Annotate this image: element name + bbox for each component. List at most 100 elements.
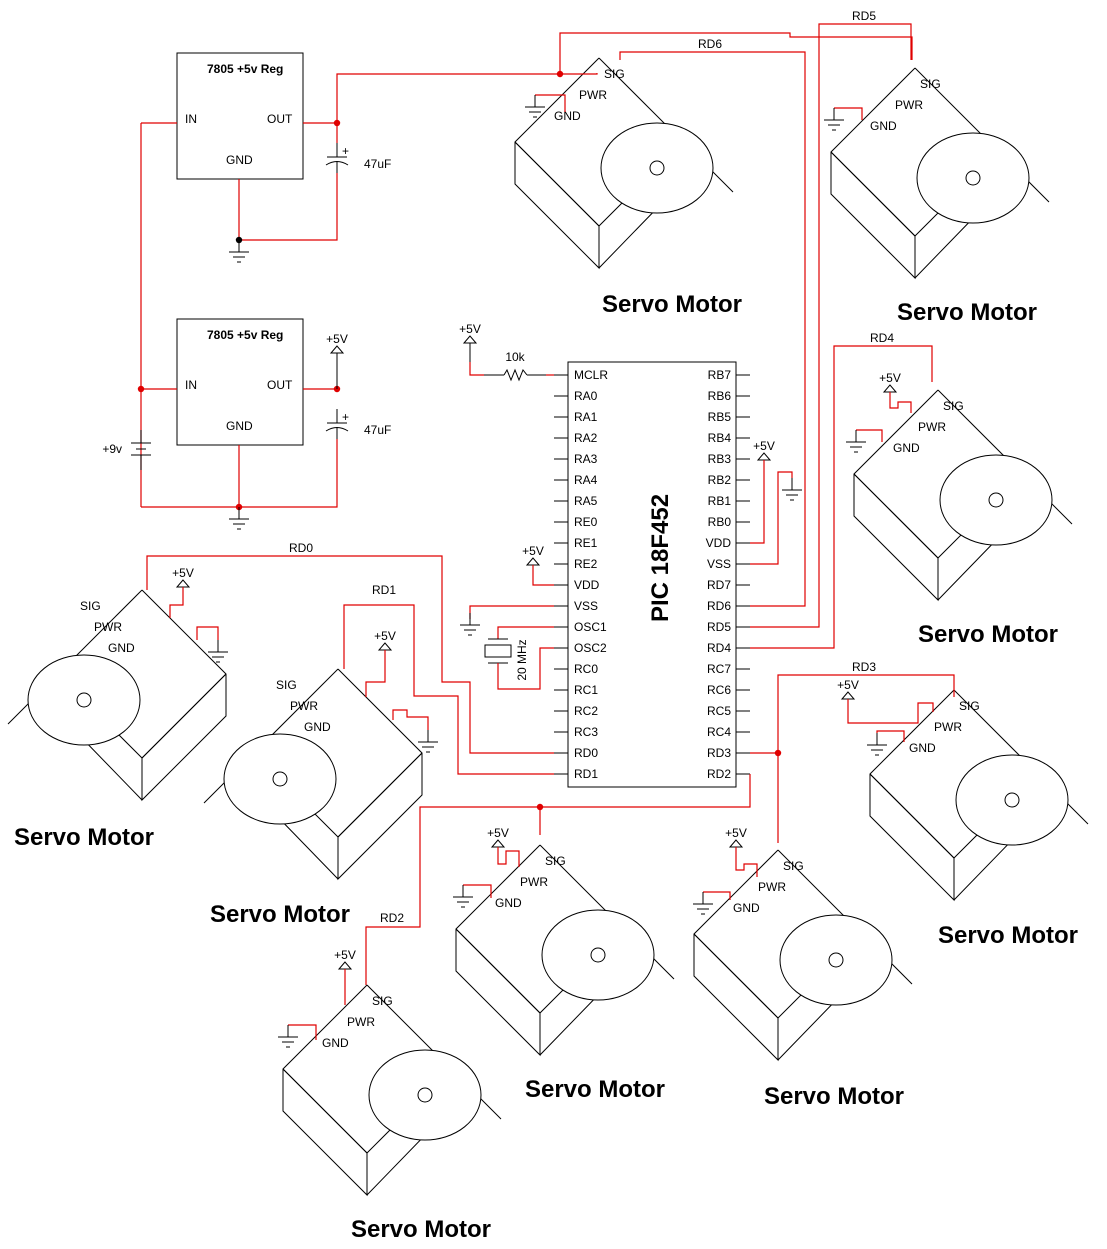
ground-icon (453, 885, 473, 908)
mcu-pin-vss: VSS (707, 557, 731, 571)
wire-mclr (469, 343, 504, 376)
wire-rd4 (750, 345, 933, 649)
pin-out-label: OUT (267, 112, 293, 126)
servo-shaft (988, 492, 1004, 508)
ground-icon (693, 892, 713, 915)
wire-label-rd0: RD0 (289, 541, 313, 555)
mcu-pin-rc7: RC7 (707, 662, 731, 676)
vcc-label: +5V (326, 332, 348, 346)
servo-pin-gnd-label: GND (554, 109, 581, 123)
wire (497, 847, 520, 867)
mcu-pin-rb2: RB2 (708, 473, 732, 487)
servo-title: Servo Motor (764, 1083, 904, 1110)
mcu-pin-rd0: RD0 (574, 746, 598, 760)
wire (735, 847, 758, 877)
crystal-20mhz: 20 MHz (484, 626, 554, 690)
wire (889, 392, 912, 413)
servo-pin-gnd-label: GND (909, 741, 936, 755)
servo-shaft (272, 771, 288, 787)
servo-horn-disc (368, 1049, 482, 1141)
ground-icon (229, 240, 249, 263)
servo-diag (141, 673, 227, 759)
servo-title: Servo Motor (525, 1076, 665, 1103)
vcc-label: +5V (459, 322, 481, 336)
servo-shaft (965, 170, 981, 186)
capacitor-47uf: +47uF (325, 409, 391, 439)
vcc-label: +5V (334, 948, 356, 962)
servo-title: Servo Motor (897, 299, 1037, 326)
cap-value-label: 47uF (364, 423, 391, 437)
vcc-arrow (728, 839, 744, 848)
pin-out-label: OUT (267, 378, 293, 392)
servo-pin-sig-label: SIG (545, 854, 566, 868)
regulator-label: 7805 +5v Reg (207, 62, 283, 76)
ground-icon (229, 507, 249, 530)
servo-diag (337, 752, 423, 838)
vcc-label: +5V (374, 629, 396, 643)
vcc-5v-icon: +5V (374, 629, 396, 651)
mcu-pin-osc2: OSC2 (574, 641, 607, 655)
wire-rd5 (750, 23, 912, 628)
wire (392, 709, 429, 730)
mcu-name-label: PIC 18F452 (647, 494, 674, 622)
servo-pin-pwr-label: PWR (895, 98, 923, 112)
ground-icon (867, 733, 887, 756)
wire (703, 891, 731, 900)
ground-icon (824, 108, 844, 131)
mcu-pin-rc5: RC5 (707, 704, 731, 718)
vcc-5v-icon: +5V (487, 826, 509, 848)
pin-gnd-label: GND (226, 153, 253, 167)
wire (169, 587, 184, 618)
mcu-pin-rd5: RD5 (707, 620, 731, 634)
servo-horn-disc (916, 132, 1030, 224)
servo-title: Servo Motor (14, 824, 154, 851)
wire-label-rd1: RD1 (372, 583, 396, 597)
wire (834, 107, 863, 120)
mcu-pin-ra1: RA1 (574, 410, 598, 424)
wire (463, 884, 492, 898)
vcc-5v-icon: +5V (725, 826, 747, 848)
servo-pin-sig-label: SIG (920, 77, 941, 91)
cap-plus: + (342, 410, 349, 424)
servo-diag (514, 141, 600, 227)
mcu-pin-ra3: RA3 (574, 452, 598, 466)
mcu-pin-osc1: OSC1 (574, 620, 607, 634)
wire-label-rd5: RD5 (852, 9, 876, 23)
wire-rd2 (365, 774, 751, 985)
servo-title: Servo Motor (602, 291, 742, 318)
servo-shaft (828, 952, 844, 968)
wire (535, 94, 566, 112)
resistor-10k: 10k (503, 350, 528, 382)
vcc-label: +5V (753, 439, 775, 453)
wire-vdd-right (750, 460, 765, 544)
wire (497, 626, 554, 639)
servo-diag (693, 933, 779, 1019)
mcu-pin-vss: VSS (574, 599, 598, 613)
servo-pin-sig-label: SIG (276, 678, 297, 692)
mcu-pin-ra0: RA0 (574, 389, 598, 403)
servo-pin-pwr-label: PWR (934, 720, 962, 734)
crystal-body (484, 644, 512, 658)
vcc-label: +5V (487, 826, 509, 840)
mcu-pin-re0: RE0 (574, 515, 598, 529)
mcu-pin-rc0: RC0 (574, 662, 598, 676)
mcu-pin-ra5: RA5 (574, 494, 598, 508)
servo-pin-pwr-label: PWR (520, 875, 548, 889)
servo-diag (830, 151, 916, 237)
servo-horn-disc (779, 914, 893, 1006)
vcc-arrow (525, 557, 541, 566)
mcu-pin-re2: RE2 (574, 557, 598, 571)
servo-body-left (337, 668, 423, 881)
servo-pin-gnd-label: GND (893, 441, 920, 455)
wire-rd0 (146, 555, 554, 754)
pic-18f452: MCLRRA0RA1RA2RA3RA4RA5RE0RE1RE2VDDVSSOSC… (554, 361, 750, 788)
ground-icon (525, 95, 545, 118)
regulator-body (176, 52, 304, 180)
vcc-arrow (756, 452, 772, 461)
wire-vdd (532, 565, 554, 586)
servo-pin-pwr-label: PWR (290, 699, 318, 713)
